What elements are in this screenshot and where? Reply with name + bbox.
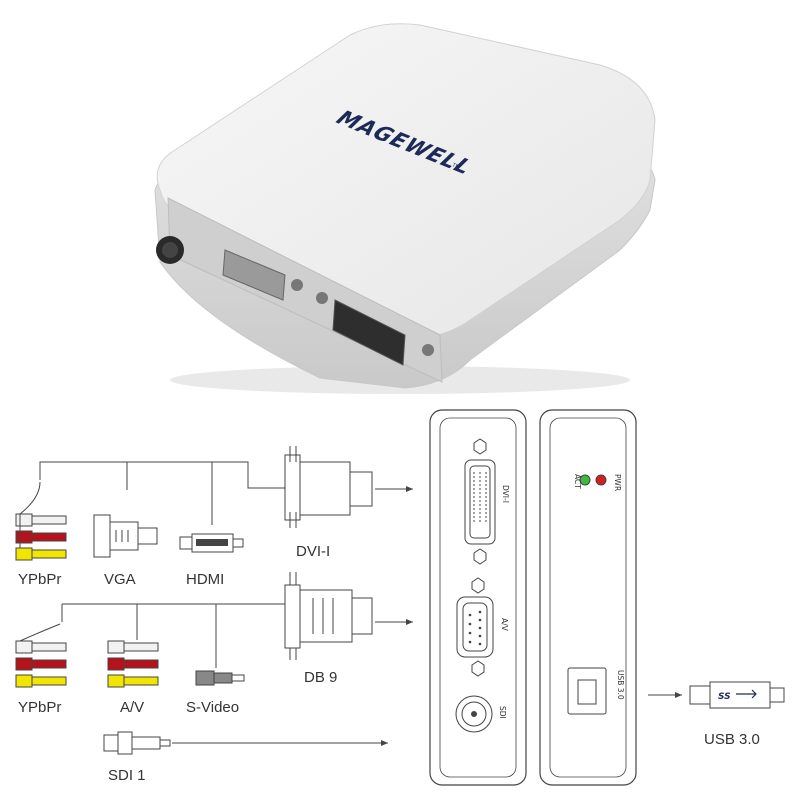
product-photo: MAGEWELL TM <box>154 23 656 394</box>
panel-label-av: A/V <box>500 618 509 632</box>
av-rca <box>107 640 159 688</box>
panel-label-act: ACT <box>573 474 582 489</box>
rca-white-top <box>15 513 67 527</box>
db9-adapter <box>284 572 373 660</box>
usb-plug: SS <box>689 681 785 709</box>
label-ypbpr-bottom: YPbPr <box>18 699 61 716</box>
dvi-screw-bottom <box>473 548 487 565</box>
vga-connector <box>93 514 158 558</box>
label-hdmi: HDMI <box>186 571 224 588</box>
usb-ss-logo: SS <box>718 692 731 702</box>
dvi-port-photo <box>332 299 406 366</box>
usb-port <box>567 667 607 715</box>
label-sdi1: SDI 1 <box>108 767 146 784</box>
panel-label-pwr: PWR <box>613 474 622 491</box>
label-ypbpr-top: YPbPr <box>18 571 61 588</box>
hdmi-connector <box>179 533 244 553</box>
label-av: A/V <box>120 699 144 716</box>
panel-label-usb: USB 3.0 <box>616 670 625 700</box>
label-vga: VGA <box>104 571 136 588</box>
dvi-adapter <box>284 446 373 528</box>
ypbpr-rca-bottom <box>15 623 67 688</box>
front-panel: DVI-I A/V SDI <box>429 409 527 786</box>
logo-trademark: TM <box>450 162 460 171</box>
dvi-screw-top <box>473 438 487 455</box>
panel-label-dvi: DVI-I <box>501 485 510 503</box>
svideo-connector <box>195 670 245 686</box>
rca-red-top <box>15 530 67 544</box>
av-screw-bottom <box>471 660 485 677</box>
panel-label-sdi: SDI <box>498 706 507 719</box>
rear-panel: ACT PWR USB 3.0 <box>539 409 637 786</box>
pwr-led <box>595 474 607 486</box>
act-led <box>579 474 591 486</box>
av-port <box>456 596 494 658</box>
ypbpr-rca-top <box>15 481 67 561</box>
rca-yellow-top <box>15 547 67 561</box>
label-db9: DB 9 <box>304 669 337 686</box>
av-screw-top <box>471 577 485 594</box>
db9-port-photo <box>222 249 286 301</box>
label-dvi-i: DVI-I <box>296 543 330 560</box>
connector-lines <box>39 461 682 746</box>
sdi-connector <box>103 731 171 755</box>
label-usb30: USB 3.0 <box>704 731 760 748</box>
label-svideo: S-Video <box>186 699 239 716</box>
